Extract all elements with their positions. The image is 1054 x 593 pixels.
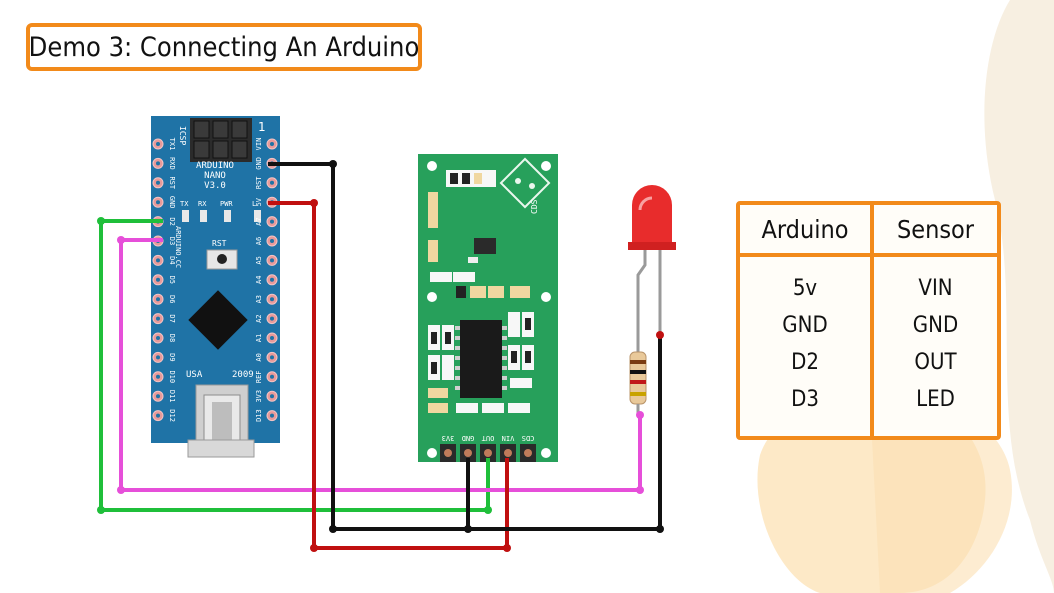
pin-mapping-table: Arduino Sensor 5v GND D2 D3 VIN GND OUT … (736, 201, 1001, 440)
nano-pin-label: D10 (168, 370, 176, 383)
sensor-pin-label: VIN (502, 434, 515, 442)
table-column-arduino: 5v GND D2 D3 (740, 257, 870, 436)
nano-pin-label: A7 (255, 217, 263, 225)
sensor-header-pin-pad (444, 449, 452, 457)
pin1-label: 1 (258, 120, 266, 134)
table-column-sensor: VIN GND OUT LED (874, 257, 997, 436)
board-name-line-3: V3.0 (204, 181, 226, 191)
sensor-pin-label: GND (462, 434, 475, 442)
table-cell-arduino-3: D2 (791, 350, 819, 375)
nano-pin-label: A6 (255, 237, 263, 245)
led-body (632, 185, 672, 245)
table-header-sensor: Sensor (896, 214, 975, 244)
usb-connector (187, 384, 255, 458)
resistor (629, 351, 647, 415)
nano-pin-label: RST (255, 176, 263, 189)
icsp-label: ICSP (178, 126, 187, 145)
sensor-ic-chip (460, 320, 502, 398)
nano-pin-label: D5 (168, 276, 176, 284)
table-cell-sensor-3: OUT (914, 350, 957, 375)
sensor-pin-header: 3V3 GND OUT VIN CDS (440, 434, 536, 462)
sensor-header-pin-pad (524, 449, 532, 457)
sensor-header-pin-pad (504, 449, 512, 457)
nano-pin-label: D12 (168, 409, 176, 422)
wire-joints (97, 160, 664, 552)
nano-pin-label: A5 (255, 256, 263, 264)
arduino-nano-board: ICSP 1 ARDUINO NANO V3.0 TX RX PWR L ARD… (151, 116, 280, 458)
icsp-header (190, 118, 252, 162)
resistor-body (629, 351, 647, 405)
nano-pin-label: D4 (168, 256, 176, 264)
led-label-rx: RX (198, 200, 207, 208)
page-title: Demo 3: Connecting An Arduino (28, 31, 420, 63)
led-label-tx: TX (180, 200, 189, 208)
table-cell-arduino-4: D3 (791, 387, 819, 412)
nano-pin-label: TX1 (168, 138, 176, 151)
table-cell-sensor-2: GND (912, 313, 959, 338)
board-name-line-2: NANO (204, 171, 226, 181)
sensor-header-pin-pad (464, 449, 472, 457)
nano-pin-label: D9 (168, 353, 176, 361)
rst-label: RST (212, 239, 227, 248)
cds-label: CDS (530, 199, 539, 214)
nano-pin-label: 5V (255, 197, 263, 206)
led-label-pwr: PWR (220, 200, 233, 208)
wires (97, 160, 664, 552)
year-label: 2009 (232, 370, 254, 380)
nano-pin-label: D13 (255, 409, 263, 422)
nano-pin-label: D7 (168, 314, 176, 322)
board-name-line-1: ARDUINO (196, 161, 234, 171)
table-cell-arduino-2: GND (782, 313, 828, 338)
cds-sensor (499, 157, 551, 209)
nano-pin-label: GND (168, 196, 176, 209)
nano-pin-label: A4 (255, 276, 263, 284)
table-header-divider (740, 253, 997, 257)
nano-pin-label: D2 (168, 217, 176, 225)
nano-pin-label: A2 (255, 314, 263, 322)
title-box: Demo 3: Connecting An Arduino (26, 23, 422, 71)
table-header-arduino: Arduino (761, 214, 849, 244)
led (628, 185, 676, 360)
table-cell-sensor-4: LED (916, 387, 955, 412)
nano-pin-label: 3V3 (255, 390, 263, 403)
nano-pin-label: A0 (255, 353, 263, 361)
nano-pin-label: GND (255, 157, 263, 170)
sensor-pin-label: CDS (522, 434, 535, 442)
nano-pin-label: D6 (168, 295, 176, 303)
nano-pin-label: A1 (255, 334, 263, 342)
nano-pin-label: A3 (255, 295, 263, 303)
nano-pin-label: RST (168, 176, 176, 189)
brand-label: ARDUINO.CC (174, 226, 182, 268)
blob-back (984, 0, 1054, 593)
nano-pin-label: D11 (168, 390, 176, 403)
table-cell-sensor-1: VIN (918, 276, 953, 301)
sensor-pin-label: OUT (481, 434, 494, 442)
table-column-divider (870, 205, 874, 436)
nano-pin-label: D8 (168, 334, 176, 342)
sensor-pin-label: 3V3 (442, 434, 455, 442)
onboard-leds: TX RX PWR L (180, 200, 261, 222)
nano-pin-label: VIN (255, 138, 263, 151)
nano-pin-label: D3 (168, 237, 176, 245)
usa-label: USA (186, 370, 203, 380)
blob-front-2 (870, 394, 1012, 593)
led-label-l: L (252, 200, 256, 208)
mcu-chip (188, 290, 248, 350)
nano-pin-label: REF (255, 370, 263, 383)
led-leg-anode (636, 250, 647, 360)
sensor-header-pin-pad (484, 449, 492, 457)
sensor-board: CDS (418, 154, 558, 462)
nano-pin-label: RXD (168, 157, 176, 170)
table-cell-arduino-1: 5v (792, 276, 818, 301)
